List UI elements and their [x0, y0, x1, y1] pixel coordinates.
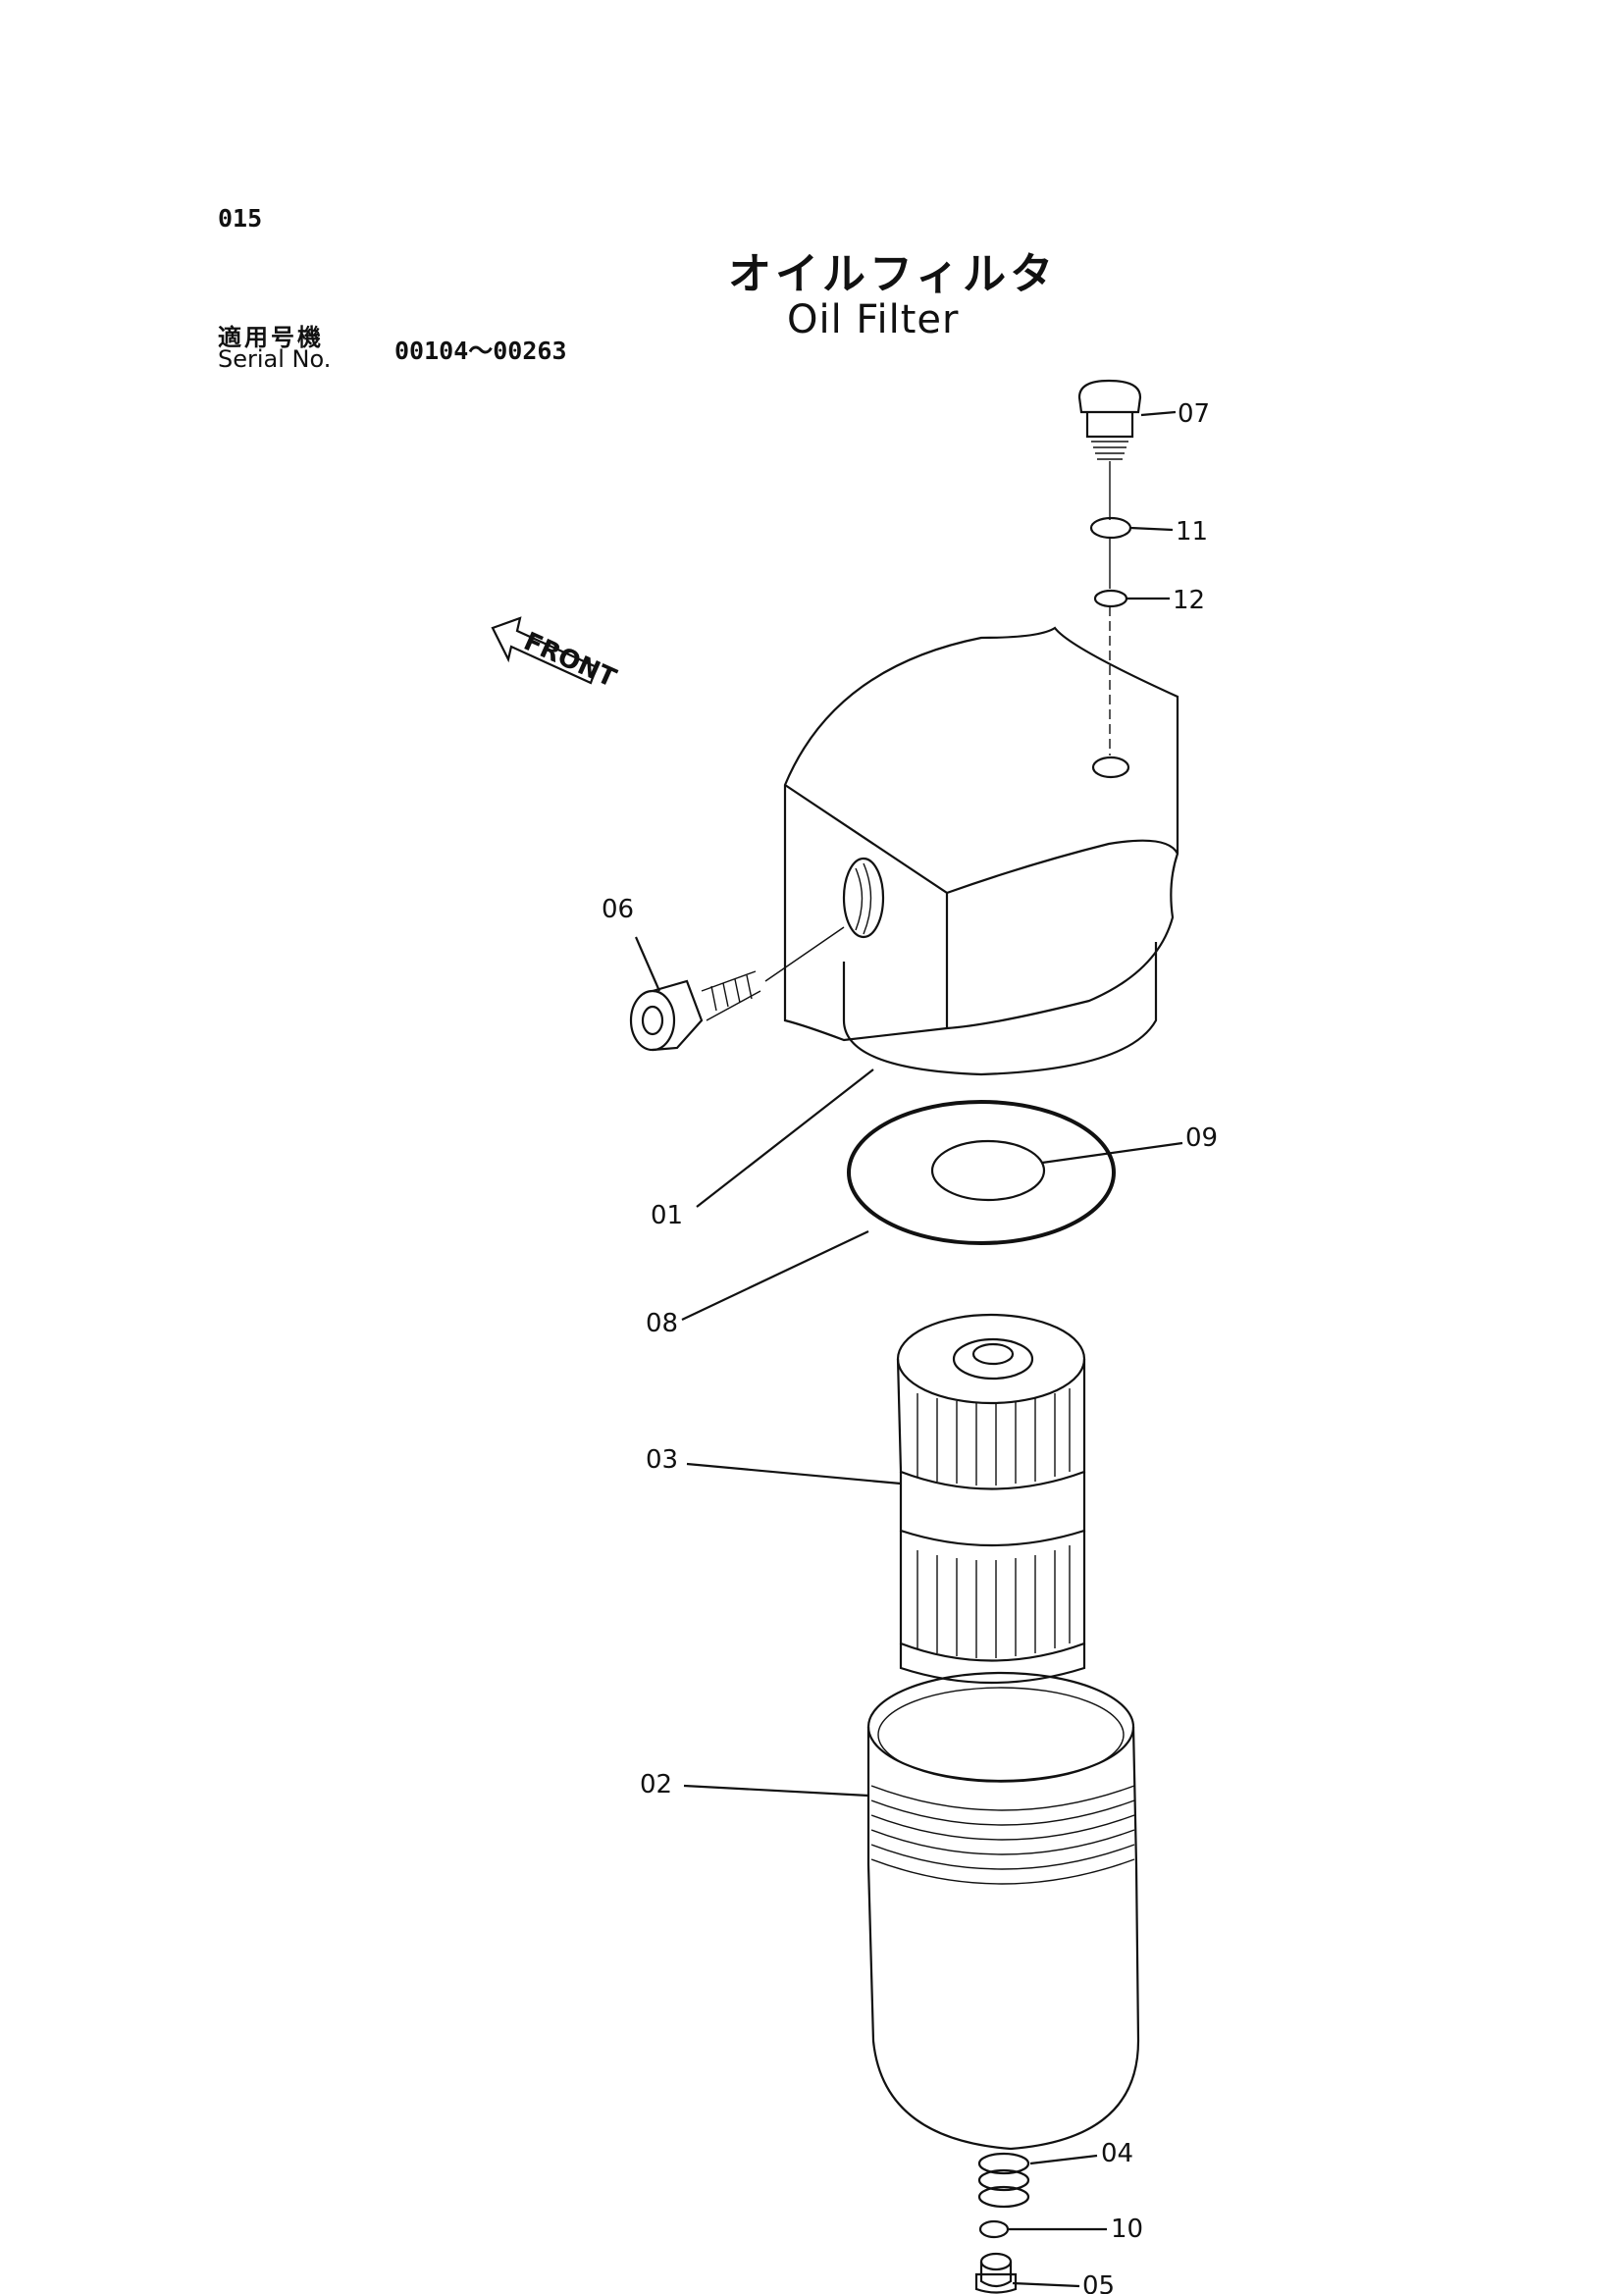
gasket-08	[847, 1100, 1116, 1245]
label-01: 01	[651, 1201, 683, 1230]
title-japanese: オイルフィルタ	[728, 249, 1058, 299]
filter-element-03	[896, 1313, 1086, 1685]
page-number: 015	[218, 204, 263, 233]
serial-label-japanese: 適用号機	[218, 324, 324, 351]
o-ring-11	[1089, 516, 1132, 540]
front-arrow-icon: FRONT	[491, 616, 620, 694]
label-09: 09	[1185, 1123, 1218, 1153]
label-10: 10	[1111, 2215, 1143, 2244]
label-02: 02	[640, 1770, 672, 1799]
label-07: 07	[1178, 399, 1210, 429]
label-11: 11	[1176, 517, 1208, 547]
drain-plug-05	[974, 2252, 1018, 2294]
o-ring-09	[930, 1139, 1046, 1202]
plug-07	[1077, 379, 1142, 520]
spring-04	[977, 2152, 1030, 2209]
o-ring-12	[1093, 589, 1128, 608]
label-04: 04	[1101, 2139, 1133, 2168]
label-08: 08	[646, 1309, 678, 1338]
filter-head-01	[783, 626, 1179, 1076]
front-arrow-label: FRONT	[519, 627, 620, 694]
serial-range: 00104～00263	[394, 337, 567, 365]
leader-lines	[634, 410, 1183, 2288]
filter-bowl-02	[866, 1671, 1140, 2151]
o-ring-10	[978, 2219, 1010, 2239]
label-03: 03	[646, 1445, 678, 1475]
title-english: Oil Filter	[787, 297, 960, 342]
label-06: 06	[602, 895, 634, 924]
relief-valve-06	[629, 926, 845, 1052]
label-05: 05	[1082, 2271, 1115, 2294]
serial-label-english: Serial No.	[218, 345, 332, 373]
label-12: 12	[1173, 586, 1205, 615]
